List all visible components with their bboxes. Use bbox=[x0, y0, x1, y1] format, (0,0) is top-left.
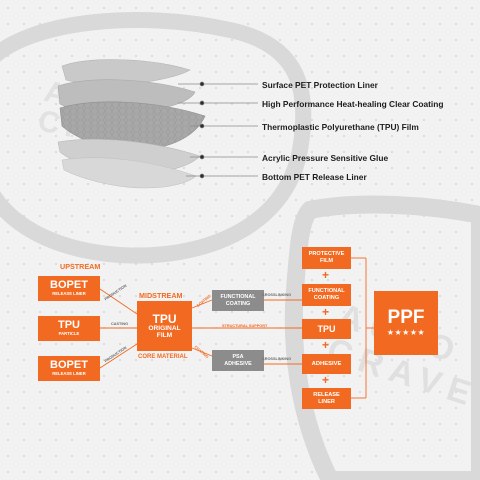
bopet-top-sub: RELEASE LINER bbox=[52, 291, 86, 296]
functional-coating-process-box: FUNCTIONAL COATING bbox=[212, 290, 264, 311]
stack-adhesive-label: ADHESIVE bbox=[311, 360, 342, 367]
edge-label-crosslinking-top: CROSSLINKING bbox=[262, 293, 292, 297]
bopet-release-liner-top-box: BOPET RELEASE LINER bbox=[38, 276, 100, 301]
bopet-top-title: BOPET bbox=[50, 279, 88, 291]
plus-sign-1: + bbox=[322, 268, 330, 282]
psa-adhesive-process-box: PSA ADHESIVE bbox=[212, 350, 264, 371]
layer-label-bottom-pet: Bottom PET Release Liner bbox=[262, 172, 367, 182]
layer-label-acrylic-glue: Acrylic Pressure Sensitive Glue bbox=[262, 153, 389, 163]
midstream-heading: MIDSTREAM bbox=[139, 291, 183, 300]
core-material-label: CORE MATERIAL bbox=[138, 354, 188, 360]
stack-functional-coating: FUNCTIONAL COATING bbox=[302, 284, 351, 306]
stack-rl-line-2: LINER bbox=[318, 398, 335, 405]
tpu-original-film-box: TPU ORIGINAL FILM bbox=[137, 301, 192, 351]
bopet-bottom-sub: RELEASE LINER bbox=[52, 371, 86, 376]
process-psa-line-1: PSA bbox=[232, 354, 244, 361]
process-fc-line-1: FUNCTIONAL bbox=[220, 294, 256, 301]
stack-tpu: TPU bbox=[302, 319, 351, 339]
stack-fc-line-1: FUNCTIONAL bbox=[308, 288, 345, 294]
layer-bottom-pet bbox=[61, 157, 197, 189]
layer-label-surface-pet: Surface PET Protection Liner bbox=[262, 80, 378, 90]
stack-release-liner: RELEASE LINER bbox=[302, 388, 351, 409]
ppf-title: PPF bbox=[387, 307, 425, 328]
process-psa-line-2: ADHESIVE bbox=[224, 360, 252, 367]
layer-label-tpu-film: Thermoplastic Polyurethane (TPU) Film bbox=[262, 122, 419, 132]
stack-fc-line-2: COATING bbox=[313, 295, 340, 301]
stack-pf-line-2: FILM bbox=[319, 258, 334, 264]
upstream-heading: UPSTREAM bbox=[60, 262, 101, 271]
stack-protective-film: PROTECTIVE FILM bbox=[302, 247, 351, 269]
ppf-product-box: PPF ★★★★★ bbox=[374, 291, 438, 355]
stack-rl-line-1: RELEASE bbox=[313, 391, 340, 398]
ppf-stars: ★★★★★ bbox=[386, 328, 426, 337]
core-line-1: TPU bbox=[152, 312, 177, 326]
plus-sign-4: + bbox=[322, 373, 330, 387]
tpu-particle-title: TPU bbox=[58, 319, 80, 331]
edge-label-casting: CASTING bbox=[111, 322, 129, 326]
tpu-particle-box: TPU PARTICLE bbox=[38, 316, 100, 341]
layer-label-clear-coating: High Performance Heat-healing Clear Coat… bbox=[262, 99, 444, 109]
plus-sign-2: + bbox=[322, 305, 330, 319]
stack-tpu-label: TPU bbox=[317, 324, 336, 334]
core-line-2: ORIGINAL bbox=[148, 325, 181, 332]
core-line-3: FILM bbox=[156, 332, 173, 339]
tpu-particle-sub: PARTICLE bbox=[58, 331, 80, 336]
process-fc-line-2: COATING bbox=[225, 300, 251, 307]
edge-label-crosslinking-bottom: CROSSLINKING bbox=[262, 357, 292, 361]
plus-sign-3: + bbox=[322, 338, 330, 352]
stack-adhesive: ADHESIVE bbox=[302, 354, 351, 374]
edge-label-structural-support: STRUCTURAL SUPPORT bbox=[222, 324, 268, 328]
bopet-bottom-title: BOPET bbox=[50, 359, 88, 371]
stack-pf-line-1: PROTECTIVE bbox=[308, 251, 345, 257]
bopet-release-liner-bottom-box: BOPET RELEASE LINER bbox=[38, 356, 100, 381]
